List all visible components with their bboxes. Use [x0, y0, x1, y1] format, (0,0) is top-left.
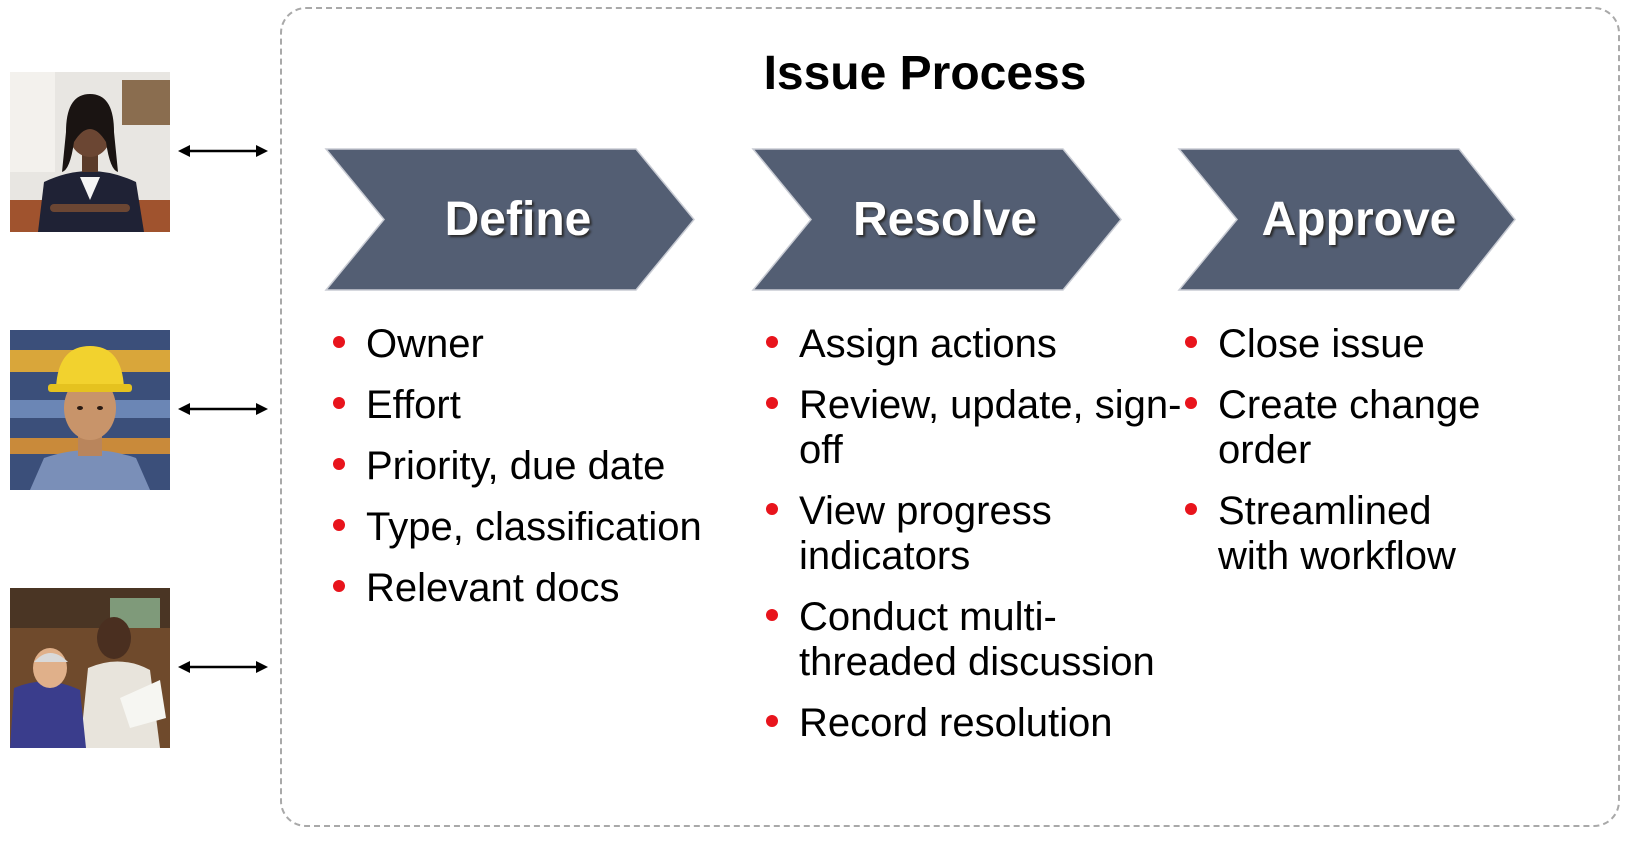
step-resolve-label: Resolve [852, 193, 1038, 246]
list-item: Close issue [1182, 322, 1512, 367]
list-item: Review, update, sign-off [763, 383, 1183, 473]
list-item: View progress indicators [763, 489, 1183, 579]
list-item: Assign actions [763, 322, 1183, 367]
list-item: Owner [330, 322, 702, 367]
resolve-bullet-list: Assign actions Review, update, sign-off … [763, 322, 1183, 762]
double-headed-arrow-icon [178, 657, 268, 677]
double-headed-arrow-icon [178, 141, 268, 161]
list-item: Relevant docs [330, 566, 702, 611]
list-item: Create change order [1182, 383, 1512, 473]
businesswoman-photo [10, 72, 170, 232]
list-item: Type, classification [330, 505, 702, 550]
define-bullet-list: Owner Effort Priority, due date Type, cl… [330, 322, 702, 627]
step-approve-label: Approve [1261, 193, 1457, 246]
list-item: Effort [330, 383, 702, 428]
list-item: Priority, due date [330, 444, 702, 489]
step-define-label: Define [444, 193, 592, 246]
stakeholder-column [0, 0, 290, 842]
diagram-title: Issue Process [763, 47, 1087, 100]
list-item: Conduct multi-threaded discussion [763, 595, 1183, 685]
double-headed-arrow-icon [178, 399, 268, 419]
step-resolve-chevron: Resolve [751, 148, 1123, 291]
construction-worker-photo [10, 330, 170, 490]
step-approve-chevron: Approve [1177, 148, 1549, 291]
list-item: Record resolution [763, 701, 1183, 746]
step-define-chevron: Define [324, 148, 696, 291]
workers-reviewing-plans-photo [10, 588, 170, 748]
list-item: Streamlined with workflow [1182, 489, 1512, 579]
approve-bullet-list: Close issue Create change order Streamli… [1182, 322, 1512, 595]
process-frame [280, 7, 1620, 827]
